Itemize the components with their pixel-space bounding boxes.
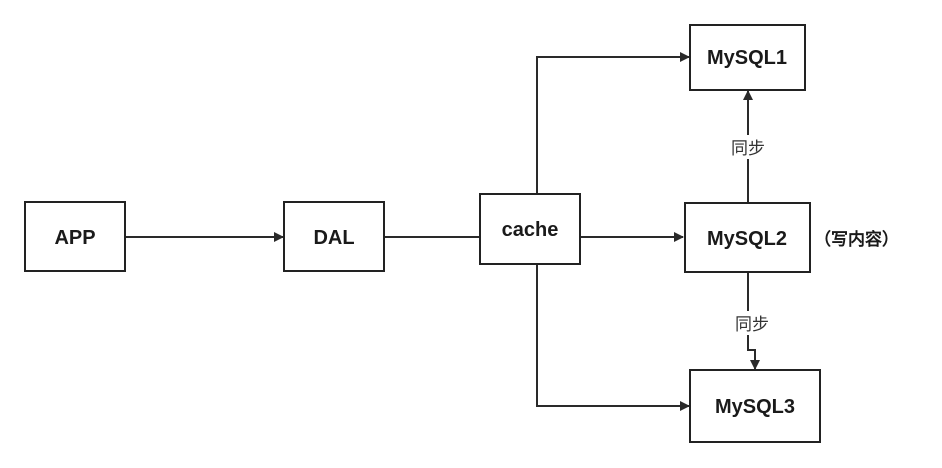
mysql2-write-note: （写内容） — [814, 229, 899, 250]
node-mysql1-label: MySQL1 — [707, 47, 787, 69]
edge-cache-to-mysql1 — [536, 52, 690, 194]
edge-labels: 同步 同步 — [726, 135, 774, 335]
sync-label-down: 同步 — [735, 315, 769, 335]
node-dal-label: DAL — [313, 227, 354, 249]
node-mysql3-label: MySQL3 — [715, 396, 795, 418]
node-dal: DAL — [283, 201, 385, 272]
node-mysql2: MySQL2 — [684, 202, 811, 273]
node-cache-label: cache — [502, 219, 559, 241]
node-mysql3: MySQL3 — [689, 369, 821, 443]
node-mysql1: MySQL1 — [689, 24, 806, 91]
edge-cache-to-mysql3 — [536, 264, 690, 411]
node-app-label: APP — [54, 227, 95, 249]
node-app: APP — [24, 201, 126, 272]
edges — [126, 52, 760, 411]
node-cache: cache — [479, 193, 581, 265]
node-mysql2-label: MySQL2 — [707, 228, 787, 250]
sync-label-up: 同步 — [731, 139, 765, 159]
